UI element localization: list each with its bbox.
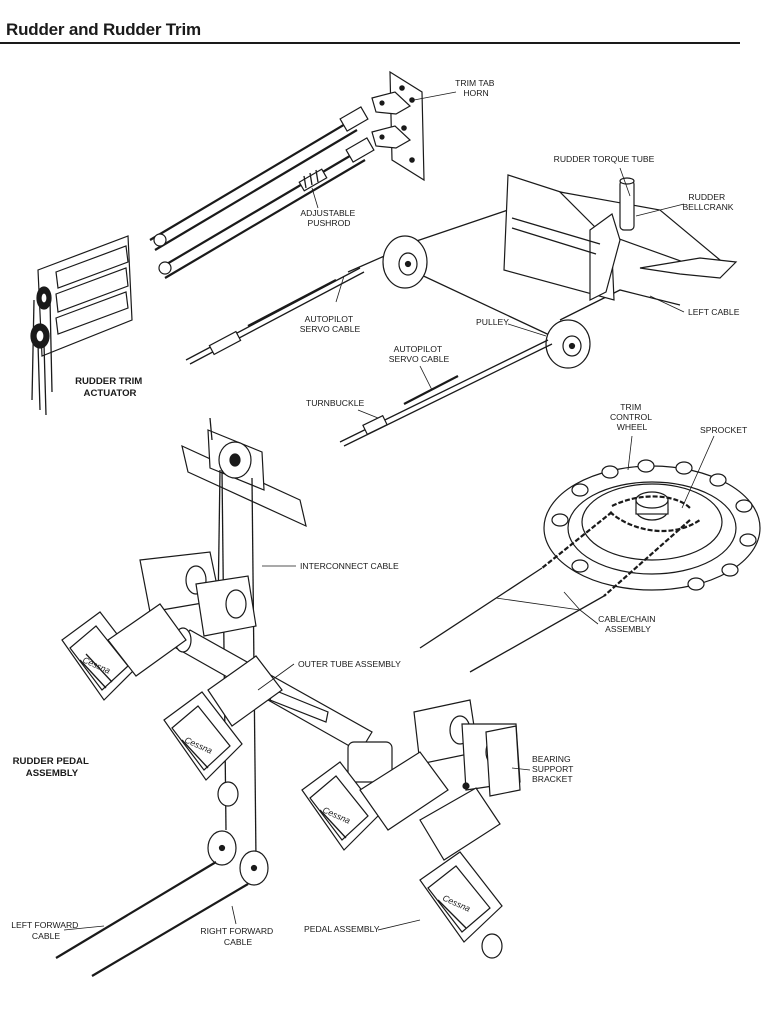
bearing-support-bracket-part (462, 725, 521, 797)
label-autopilot-servo-cable-2: AUTOPILOT SERVO CABLE (389, 344, 450, 364)
pedal-right-rear: Cessna (301, 699, 479, 851)
label-autopilot-servo-cable-1: AUTOPILOT SERVO CABLE (300, 314, 361, 334)
leader-lines (63, 91, 715, 931)
label-left-forward-cable: LEFT FORWARD CABLE (11, 920, 81, 941)
label-trim-control-wheel: TRIM CONTROL WHEEL (610, 402, 654, 432)
callout-labels: TRIM TAB HORN RUDDER TORQUE TUBE RUDDER … (11, 78, 748, 947)
label-turnbuckle: TURNBUCKLE (306, 398, 365, 408)
label-pulley: PULLEY (476, 317, 509, 327)
label-left-cable: LEFT CABLE (688, 307, 740, 317)
wheel-grip-bumps (551, 459, 757, 591)
label-interconnect-cable: INTERCONNECT CABLE (300, 561, 399, 571)
label-rudder-bellcrank: RUDDER BELLCRANK (682, 192, 733, 212)
label-rudder-torque-tube: RUDDER TORQUE TUBE (554, 154, 655, 164)
label-sprocket: SPROCKET (700, 425, 748, 435)
sprocket-chain (541, 495, 701, 597)
adjustable-pushrod-fitting (298, 168, 328, 192)
upper-pulley (382, 235, 428, 289)
pedal-left-rear: Cessna (61, 551, 221, 701)
autopilot-servo-cable-lower (339, 339, 553, 447)
trim-control-wheel-part (419, 459, 761, 673)
trim-tab-horn-part (371, 70, 425, 182)
pedal-left-front: Cessna (163, 575, 283, 807)
autopilot-servo-cable-upper (185, 267, 365, 365)
label-adjustable-pushrod: ADJUSTABLE PUSHROD (300, 208, 357, 228)
title-rule (0, 42, 740, 44)
trim-pushrods (149, 106, 375, 279)
lower-pulley (545, 319, 591, 369)
rudder-bellcrank-part (503, 174, 738, 301)
forward-cable-pulleys (207, 830, 269, 886)
label-rudder-trim-actuator: RUDDER TRIM ACTUATOR (75, 376, 145, 399)
page-title: Rudder and Rudder Trim (6, 20, 201, 39)
label-outer-tube-assembly: OUTER TUBE ASSEMBLY (298, 659, 401, 669)
interconnect-bracket (181, 417, 307, 528)
sprocket-hub (635, 491, 669, 521)
label-right-forward-cable: RIGHT FORWARD CABLE (200, 926, 275, 947)
label-pedal-assembly: PEDAL ASSEMBLY (304, 924, 380, 934)
label-bearing-support-bracket: BEARING SUPPORT BRACKET (532, 754, 576, 784)
label-cable-chain-assembly: CABLE/CHAIN ASSEMBLY (598, 614, 658, 634)
rudder-trim-actuator-part (30, 235, 133, 416)
label-rudder-pedal-assembly: RUDDER PEDAL ASSEMBLY (13, 756, 92, 779)
forward-cables (55, 861, 249, 977)
label-trim-tab-horn: TRIM TAB HORN (455, 78, 497, 98)
